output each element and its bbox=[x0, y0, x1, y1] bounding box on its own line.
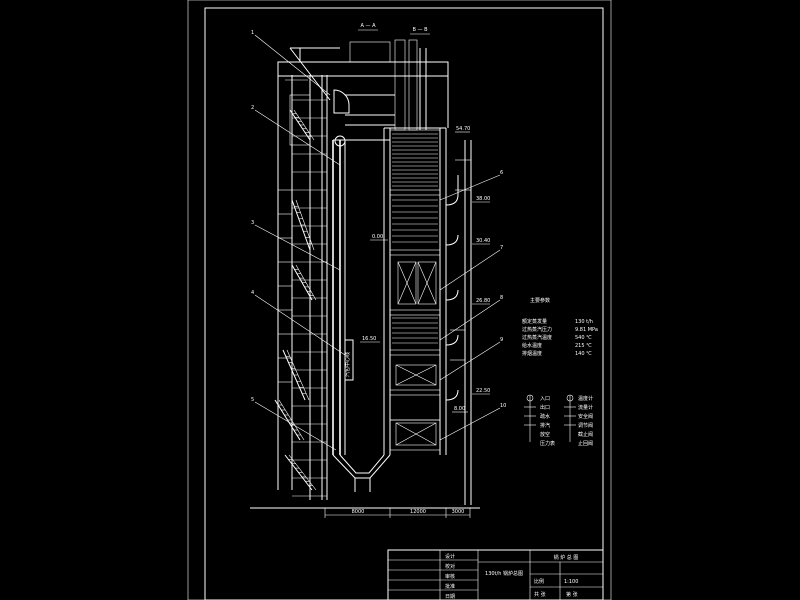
svg-text:过热蒸汽压力: 过热蒸汽压力 bbox=[522, 326, 552, 333]
svg-text:16.50: 16.50 bbox=[362, 336, 376, 342]
svg-text:安全阀: 安全阀 bbox=[578, 413, 593, 420]
svg-text:设计: 设计 bbox=[445, 553, 455, 560]
svg-text:10: 10 bbox=[500, 403, 506, 409]
steam-drum bbox=[334, 135, 346, 147]
svg-text:9.81 MPa: 9.81 MPa bbox=[575, 327, 598, 333]
right-column bbox=[445, 140, 472, 505]
elevation-marks: 54.70 38.00 30.40 26.80 22.50 16.50 8.00… bbox=[360, 126, 490, 413]
svg-text:主要参数: 主要参数 bbox=[530, 297, 550, 304]
svg-text:校对: 校对 bbox=[445, 563, 455, 570]
svg-text:疏水: 疏水 bbox=[540, 413, 550, 420]
svg-text:6: 6 bbox=[500, 170, 503, 176]
svg-text:140 ℃: 140 ℃ bbox=[575, 351, 592, 357]
svg-text:日期: 日期 bbox=[445, 594, 455, 600]
svg-text:540 ℃: 540 ℃ bbox=[575, 335, 592, 341]
svg-text:额定蒸发量: 额定蒸发量 bbox=[522, 318, 547, 325]
drum-centerline-label: 汽包中心线 bbox=[344, 339, 354, 381]
svg-text:8: 8 bbox=[500, 295, 503, 301]
specs-table: 主要参数 额定蒸发量 130 t/h 过热蒸汽压力 9.81 MPa 过热蒸汽温… bbox=[522, 297, 598, 357]
svg-text:8.00: 8.00 bbox=[454, 406, 465, 412]
svg-text:2: 2 bbox=[251, 105, 254, 111]
section-label: B — B bbox=[412, 27, 428, 33]
svg-text:9: 9 bbox=[500, 337, 503, 343]
callout-numbers: 1 2 3 4 5 6 7 8 9 10 bbox=[251, 30, 506, 409]
svg-text:54.70: 54.70 bbox=[456, 126, 470, 132]
svg-text:汽包中心线: 汽包中心线 bbox=[344, 352, 351, 377]
superheater-bank bbox=[392, 133, 438, 344]
svg-text:3: 3 bbox=[251, 220, 254, 226]
svg-text:审核: 审核 bbox=[445, 573, 455, 580]
svg-text:共 张: 共 张 bbox=[534, 591, 546, 598]
title-block: 锅 炉 总 图 130t/h 锅炉总图 比例 1:100 共 张 第 张 设计 … bbox=[387, 549, 604, 600]
svg-text:温度计: 温度计 bbox=[578, 395, 593, 402]
svg-text:止回阀: 止回阀 bbox=[578, 440, 593, 447]
svg-text:流量计: 流量计 bbox=[578, 404, 593, 411]
svg-text:1: 1 bbox=[251, 30, 254, 36]
view-label: A — A bbox=[360, 23, 376, 29]
svg-text:出口: 出口 bbox=[540, 404, 550, 411]
svg-text:0.00: 0.00 bbox=[372, 234, 383, 240]
roof-structure bbox=[277, 39, 449, 146]
svg-text:调节阀: 调节阀 bbox=[578, 422, 593, 429]
svg-text:入口: 入口 bbox=[540, 396, 550, 402]
svg-text:5: 5 bbox=[251, 397, 254, 403]
svg-text:给水温度: 给水温度 bbox=[522, 342, 542, 349]
svg-text:排烟温度: 排烟温度 bbox=[522, 350, 542, 357]
left-steel-frame bbox=[277, 75, 328, 500]
svg-text:215 ℃: 215 ℃ bbox=[575, 343, 592, 349]
dim-bottom-left: 8000 bbox=[352, 509, 365, 515]
sheet-inner-border bbox=[204, 7, 604, 600]
svg-text:38.00: 38.00 bbox=[476, 196, 490, 202]
svg-text:26.80: 26.80 bbox=[476, 298, 490, 304]
svg-text:锅 炉 总 图: 锅 炉 总 图 bbox=[554, 554, 579, 561]
svg-text:1:100: 1:100 bbox=[564, 579, 578, 585]
svg-text:截止阀: 截止阀 bbox=[578, 431, 593, 438]
svg-text:130t/h 锅炉总图: 130t/h 锅炉总图 bbox=[485, 570, 523, 577]
legend: 入口 温度计 出口 流量计 疏水 安全阀 排汽 调节阀 放空 截止阀 压力表 止… bbox=[524, 394, 593, 447]
svg-text:过热蒸汽温度: 过热蒸汽温度 bbox=[522, 334, 552, 341]
economizer-blocks bbox=[395, 261, 437, 446]
svg-text:比例: 比例 bbox=[534, 578, 544, 585]
svg-text:排汽: 排汽 bbox=[540, 422, 550, 429]
dim-bottom-right: 3000 bbox=[452, 509, 465, 515]
boiler-body bbox=[332, 127, 447, 492]
svg-text:4: 4 bbox=[251, 290, 254, 296]
svg-text:30.40: 30.40 bbox=[476, 238, 490, 244]
callout-leaders bbox=[254, 34, 501, 451]
svg-text:第 张: 第 张 bbox=[566, 591, 578, 598]
dim-bottom-mid: 12000 bbox=[410, 509, 426, 515]
sheet-outer-border bbox=[187, 0, 612, 600]
left-stairs bbox=[274, 109, 317, 491]
left-platforms bbox=[278, 99, 327, 497]
svg-text:压力表: 压力表 bbox=[540, 440, 555, 447]
svg-text:22.50: 22.50 bbox=[476, 388, 490, 394]
svg-text:7: 7 bbox=[500, 245, 503, 251]
svg-text:130 t/h: 130 t/h bbox=[575, 319, 593, 325]
svg-text:批准: 批准 bbox=[445, 583, 455, 590]
svg-text:放空: 放空 bbox=[540, 431, 550, 438]
